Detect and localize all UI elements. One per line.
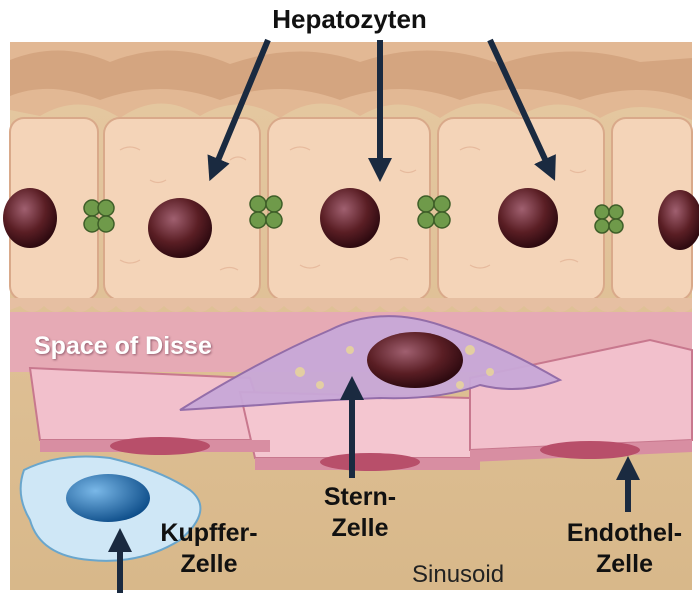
endothelial-nucleus (110, 437, 210, 455)
endothelial-cell-label: Endothel- Zelle (550, 518, 699, 580)
endothel-label-line2: Zelle (550, 549, 699, 580)
kupffer-cell-label: Kupffer- Zelle (143, 518, 275, 580)
endothelial-nucleus (540, 441, 640, 459)
sinusoid-label: Sinusoid (412, 561, 504, 589)
endothel-label-line1: Endothel- (550, 518, 699, 549)
kupffer-nucleus (66, 474, 150, 522)
kupffer-label-line2: Zelle (143, 549, 275, 580)
stellate-nucleus (367, 332, 463, 388)
hepatocyte-nucleus (148, 198, 212, 258)
stellate-label-line1: Stern- (300, 482, 420, 513)
hepatocyte-nucleus (3, 188, 57, 248)
stellate-cell-label: Stern- Zelle (300, 482, 420, 544)
hepatocytes-label: Hepatozyten (0, 4, 699, 35)
kupffer-label-line1: Kupffer- (143, 518, 275, 549)
endothelial-nucleus (320, 453, 420, 471)
hepatocyte-nucleus (320, 188, 380, 248)
space-of-disse-label: Space of Disse (34, 332, 212, 361)
hepatocyte-nucleus (498, 188, 558, 248)
stellate-label-line2: Zelle (300, 513, 420, 544)
hepatocyte-row (3, 118, 699, 300)
microvilli-top-band (10, 42, 692, 120)
